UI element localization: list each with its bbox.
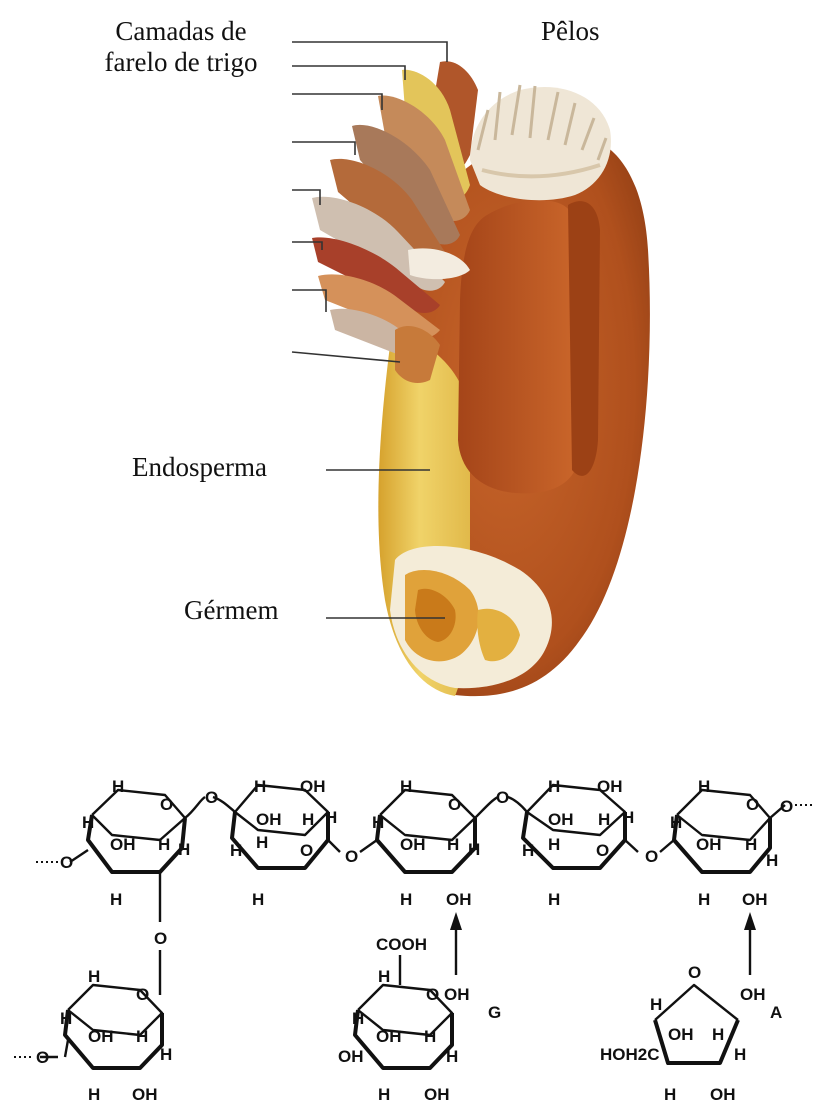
atom-label: O [448, 795, 461, 814]
atom-label: O [645, 847, 658, 866]
atom-label: H [302, 810, 314, 829]
atom-label: H [178, 840, 190, 859]
atom-label: OH [424, 1085, 450, 1104]
atom-label: H [256, 833, 268, 852]
atom-label: OH [300, 777, 326, 796]
atom-label: O [60, 853, 73, 872]
arabinose-ring [655, 985, 738, 1063]
atom-label: OH [548, 810, 574, 829]
atom-label: H [110, 890, 122, 909]
atom-label: O [36, 1048, 49, 1067]
atom-label: H [352, 1009, 364, 1028]
atom-label: H [160, 1045, 172, 1064]
atom-label: O [746, 795, 759, 814]
atom-label: H [766, 851, 778, 870]
atom-label: H [158, 835, 170, 854]
atom-label: H [734, 1045, 746, 1064]
arabinose-letter: A [770, 1003, 782, 1022]
atom-label: H [112, 777, 124, 796]
atom-label: H [254, 777, 266, 796]
atom-label: H [88, 967, 100, 986]
atom-label: OH [88, 1027, 114, 1046]
atom-label: H [548, 890, 560, 909]
atom-label: OH [400, 835, 426, 854]
atom-label: O [426, 985, 439, 1004]
endosperm-label: Endosperma [132, 452, 267, 483]
atom-label: OH [444, 985, 470, 1004]
glucuronic-letter: G [488, 1003, 501, 1022]
atom-label: H [650, 995, 662, 1014]
atom-label: O [160, 795, 173, 814]
atom-label: H [522, 841, 534, 860]
atom-label: H [400, 777, 412, 796]
atom-label: OH [597, 777, 623, 796]
atom-label: H [88, 1085, 100, 1104]
atom-label: H [598, 810, 610, 829]
atom-label: H [670, 813, 682, 832]
atom-label: O [345, 847, 358, 866]
atom-label: H [548, 835, 560, 854]
atom-label: H [447, 835, 459, 854]
atom-label: H [60, 1009, 72, 1028]
bran-layers-label-line1: Camadas de [86, 16, 276, 47]
atom-label: O [780, 797, 793, 816]
atom-label: OH [696, 835, 722, 854]
atom-label: H [548, 777, 560, 796]
atom-label: OH [110, 835, 136, 854]
atom-label: H [230, 841, 242, 860]
bran-layers-label-line2: farelo de trigo [86, 47, 276, 78]
atom-label: H [745, 835, 757, 854]
atom-label: H [664, 1085, 676, 1104]
atom-label: OH [740, 985, 766, 1004]
atom-label: H [698, 777, 710, 796]
atom-label: OH [256, 810, 282, 829]
atom-label: H [424, 1027, 436, 1046]
atom-label: O [154, 929, 167, 948]
atom-label: OH [376, 1027, 402, 1046]
atom-label: O [136, 985, 149, 1004]
germ-label: Gérmem [184, 595, 278, 626]
atom-label: HOH2C [600, 1045, 660, 1064]
atom-label: H [378, 1085, 390, 1104]
crease-panel [458, 200, 575, 493]
atom-label: OH [338, 1047, 364, 1066]
glucuronic-acid-ring [355, 955, 452, 1068]
atom-label: H [378, 967, 390, 986]
atom-label: H [252, 890, 264, 909]
atom-labels: H O H OH H H H O O H OH OH H H H H O H O… [36, 777, 793, 1104]
arabinoxylan-structure: H O H OH H H H O O H OH OH H H H H O H O… [0, 700, 817, 1113]
atom-label: H [468, 840, 480, 859]
atom-label: H [372, 813, 384, 832]
atom-label: H [325, 808, 337, 827]
arabinose-arrowhead [744, 912, 756, 930]
atom-label: H [82, 813, 94, 832]
crease-panel-right [568, 201, 600, 476]
atom-label: OH [710, 1085, 736, 1104]
atom-label: OH [132, 1085, 158, 1104]
atom-label: O [205, 788, 218, 807]
hairs-brush [470, 85, 611, 200]
atom-label: O [596, 841, 609, 860]
hairs-label: Pêlos [541, 16, 600, 47]
atom-label: H [712, 1025, 724, 1044]
glucuronic-arrowhead [450, 912, 462, 930]
atom-label: OH [742, 890, 768, 909]
atom-label: COOH [376, 935, 427, 954]
atom-label: H [622, 808, 634, 827]
atom-label: O [688, 963, 701, 982]
atom-label: H [446, 1047, 458, 1066]
atom-label: H [136, 1027, 148, 1046]
atom-label: H [400, 890, 412, 909]
atom-label: O [300, 841, 313, 860]
atom-label: H [698, 890, 710, 909]
atom-label: O [496, 788, 509, 807]
wheat-grain-illustration [0, 0, 817, 700]
atom-label: OH [668, 1025, 694, 1044]
bran-layers-label: Camadas de farelo de trigo [86, 16, 276, 78]
atom-label: OH [446, 890, 472, 909]
